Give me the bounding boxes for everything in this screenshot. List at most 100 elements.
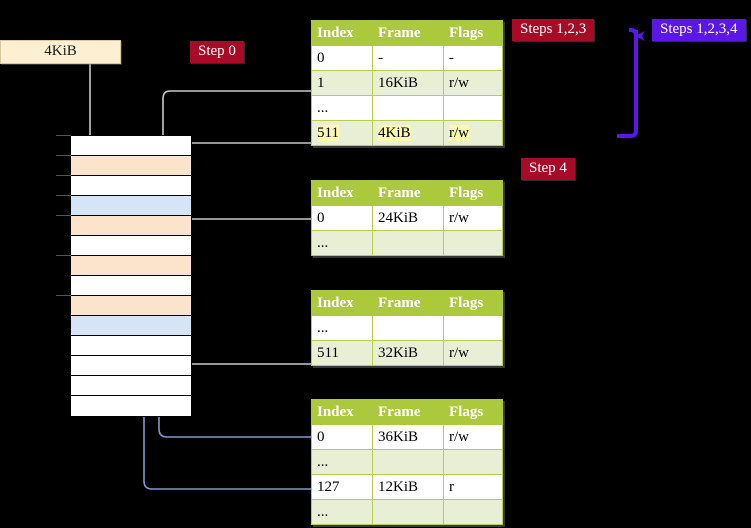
table-row[interactable]: ... (311, 230, 503, 256)
column-header-flags: Flags (443, 20, 503, 46)
physical-memory-column (70, 135, 192, 417)
table-cell: 127 (311, 474, 373, 500)
table-cell: 511 (311, 120, 373, 146)
memory-frame-row[interactable] (71, 356, 191, 376)
table-row[interactable]: ... (311, 95, 503, 121)
memory-frame-row[interactable] (71, 256, 191, 276)
memory-frame-row[interactable] (71, 316, 191, 336)
memory-tick (56, 255, 71, 256)
memory-frame-row[interactable] (71, 276, 191, 296)
table-cell: r/w (443, 424, 503, 450)
memory-tick (56, 295, 71, 296)
memory-tick (56, 135, 71, 136)
table-cell: r/w (443, 70, 503, 96)
connector-memory-to-pdpt (176, 218, 311, 252)
table-cell: ... (311, 95, 373, 121)
column-header-frame: Frame (372, 290, 444, 316)
highlighted-value: 4KiB (378, 124, 411, 141)
connector-pt-row0-to-memory (152, 334, 311, 438)
badge-step-4-label: Step 4 (529, 160, 567, 176)
table-row[interactable]: ... (311, 449, 503, 475)
table-cell: 0 (311, 45, 373, 71)
badge-step-4: Step 4 (521, 158, 575, 180)
memory-frame-row[interactable] (71, 216, 191, 236)
table-cell: r/w (443, 205, 503, 231)
table-cell: - (443, 45, 503, 71)
badge-steps-123-label: Steps 1,2,3 (520, 21, 587, 37)
badge-step-0: Step 0 (190, 41, 244, 63)
table-cell (372, 95, 444, 121)
table-cell (443, 95, 503, 121)
table-cell: ... (311, 499, 373, 525)
connector-pml4-to-memory (162, 90, 311, 214)
badge-steps-1234-label: Steps 1,2,3,4 (660, 21, 738, 37)
column-header-index: Index (311, 399, 373, 425)
table-cell (372, 449, 444, 475)
table-row[interactable]: ... (311, 315, 503, 341)
column-header-index: Index (311, 290, 373, 316)
table-cell: r/w (443, 340, 503, 366)
column-header-index: Index (311, 180, 373, 206)
memory-frame-row[interactable] (71, 156, 191, 176)
memory-frame-row[interactable] (71, 336, 191, 356)
column-header-index: Index (311, 20, 373, 46)
steps-bracket-arrow (617, 28, 645, 138)
highlighted-value: r/w (449, 124, 469, 141)
column-header-flags: Flags (443, 399, 503, 425)
table-cell: ... (311, 449, 373, 475)
memory-frame-row[interactable] (71, 236, 191, 256)
table-cell: - (372, 45, 444, 71)
column-header-flags: Flags (443, 180, 503, 206)
column-header-frame: Frame (372, 399, 444, 425)
table-cell: r/w (443, 120, 503, 146)
memory-frame-row[interactable] (71, 376, 191, 396)
memory-size-box: 4KiB (0, 40, 121, 64)
table-cell: ... (311, 315, 373, 341)
table-cell: ... (311, 230, 373, 256)
table-cell (372, 230, 444, 256)
memory-size-label: 4KiB (44, 43, 77, 59)
table-row[interactable]: ... (311, 499, 503, 525)
table-cell: r (443, 474, 503, 500)
memory-frame-row[interactable] (71, 136, 191, 156)
memory-tick (56, 155, 71, 156)
badge-steps-1234: Steps 1,2,3,4 (652, 19, 746, 41)
memory-frame-row[interactable] (71, 296, 191, 316)
table-cell: 16KiB (372, 70, 444, 96)
table-cell (443, 499, 503, 525)
memory-tick (56, 195, 71, 196)
connector-pd-to-memory (170, 314, 311, 365)
memory-frame-row[interactable] (71, 176, 191, 196)
memory-frame-row[interactable] (71, 396, 191, 415)
table-cell (443, 315, 503, 341)
table-cell: 24KiB (372, 205, 444, 231)
table-row[interactable]: 511 4KiB r/w (311, 120, 503, 146)
table-cell (443, 230, 503, 256)
table-row[interactable]: 0-- (311, 45, 503, 71)
memory-frame-row[interactable] (71, 196, 191, 216)
table-cell: 1 (311, 70, 373, 96)
table-cell (443, 449, 503, 475)
table-cell: 36KiB (372, 424, 444, 450)
table-cell: 12KiB (372, 474, 444, 500)
connector-pt-row127-to-memory (137, 211, 311, 490)
highlighted-value: 511 (317, 124, 339, 141)
table-cell: 511 (311, 340, 373, 366)
badge-step-0-label: Step 0 (198, 43, 236, 59)
